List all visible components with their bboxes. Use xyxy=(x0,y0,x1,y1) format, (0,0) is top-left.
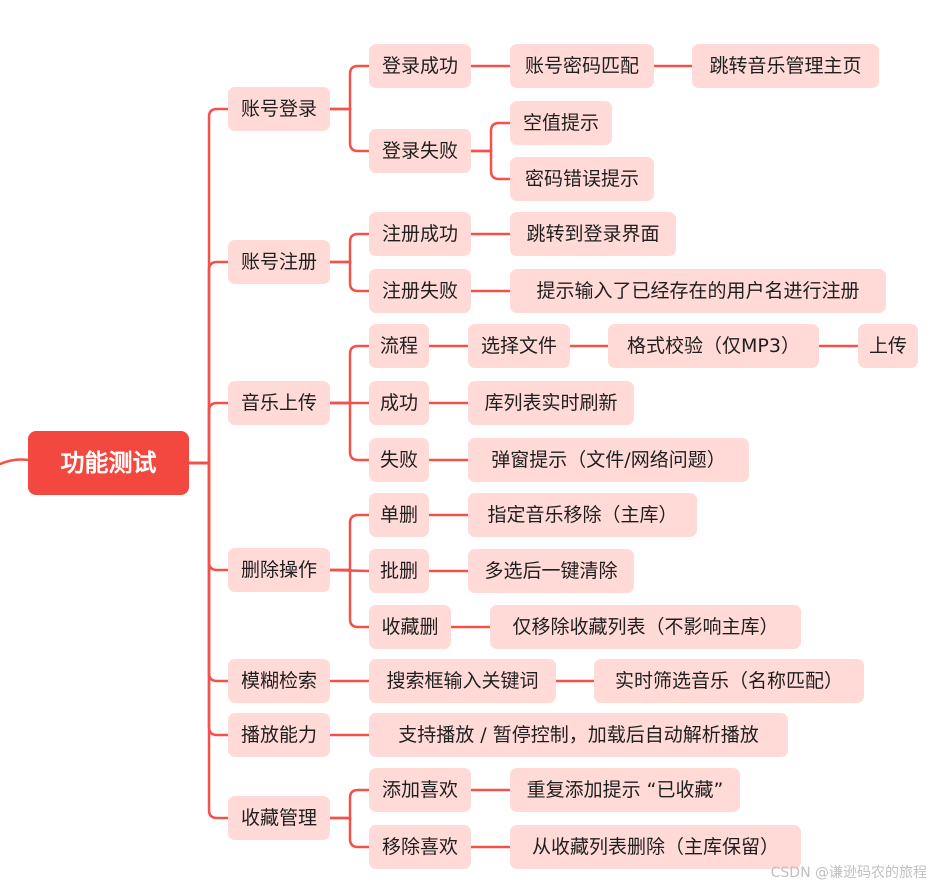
connector-branch-music-upload-to-node-upload-flow xyxy=(328,344,371,405)
node-register-fail[interactable]: 注册失败 xyxy=(369,269,471,313)
node-format-check[interactable]: 格式校验（仅MP3） xyxy=(608,324,819,368)
node-goto-music-home[interactable]: 跳转音乐管理主页 xyxy=(692,44,879,88)
connector-root-node-to-branch-account-login xyxy=(187,107,230,465)
connector-branch-account-register-to-node-register-fail xyxy=(328,260,371,293)
branch-delete[interactable]: 删除操作 xyxy=(228,548,330,592)
node-register-success[interactable]: 注册成功 xyxy=(369,212,471,256)
connector-branch-music-upload-to-node-upload-fail xyxy=(328,401,371,462)
root-inbound-connector xyxy=(0,458,30,466)
node-add-favorite[interactable]: 添加喜欢 xyxy=(369,768,471,812)
node-login-success[interactable]: 登录成功 xyxy=(369,44,471,88)
node-remove-from-library[interactable]: 指定音乐移除（主库） xyxy=(468,493,697,537)
node-realtime-filter[interactable]: 实时筛选音乐（名称匹配） xyxy=(594,659,864,703)
connector-branch-delete-to-node-favorite-delete xyxy=(328,568,371,629)
node-upload-success[interactable]: 成功 xyxy=(369,381,429,425)
node-empty-hint[interactable]: 空值提示 xyxy=(510,101,612,145)
branch-account-register[interactable]: 账号注册 xyxy=(228,240,330,284)
node-single-delete[interactable]: 单删 xyxy=(369,493,429,537)
node-upload[interactable]: 上传 xyxy=(858,324,918,368)
node-multi-select-clear[interactable]: 多选后一键清除 xyxy=(468,549,634,593)
connector-branch-favorites-to-node-add-favorite xyxy=(328,788,371,820)
node-remove-favorite[interactable]: 移除喜欢 xyxy=(369,825,471,869)
node-login-fail[interactable]: 登录失败 xyxy=(369,129,471,173)
node-play-pause-control[interactable]: 支持播放 / 暂停控制，加载后自动解析播放 xyxy=(369,713,788,757)
branch-music-upload[interactable]: 音乐上传 xyxy=(228,381,330,425)
node-popup-hint[interactable]: 弹窗提示（文件/网络问题） xyxy=(468,438,749,482)
node-list-refresh[interactable]: 库列表实时刷新 xyxy=(468,381,634,425)
node-choose-file[interactable]: 选择文件 xyxy=(468,324,570,368)
branch-favorites[interactable]: 收藏管理 xyxy=(228,796,330,840)
node-credentials-match[interactable]: 账号密码匹配 xyxy=(510,44,654,88)
branch-playback[interactable]: 播放能力 xyxy=(228,713,330,757)
connector-branch-account-login-to-node-login-success xyxy=(328,64,371,111)
root-node[interactable]: 功能测试 xyxy=(28,431,189,495)
node-search-keyword[interactable]: 搜索框输入关键词 xyxy=(369,659,556,703)
node-username-exists-hint[interactable]: 提示输入了已经存在的用户名进行注册 xyxy=(510,269,886,313)
node-favorite-delete[interactable]: 收藏删 xyxy=(369,605,451,649)
node-wrong-password-hint[interactable]: 密码错误提示 xyxy=(510,157,654,201)
node-upload-flow[interactable]: 流程 xyxy=(369,324,429,368)
connector-branch-account-register-to-node-register-success xyxy=(328,232,371,264)
node-batch-delete[interactable]: 批删 xyxy=(369,549,429,593)
node-remove-from-favorites[interactable]: 仅移除收藏列表（不影响主库） xyxy=(490,605,801,649)
connector-root-node-to-branch-account-register xyxy=(187,260,230,465)
connector-branch-delete-to-node-single-delete xyxy=(328,513,371,572)
branch-fuzzy-search[interactable]: 模糊检索 xyxy=(228,659,330,703)
node-already-favorited-hint[interactable]: 重复添加提示 “已收藏” xyxy=(510,768,740,812)
node-delete-from-favorites[interactable]: 从收藏列表删除（主库保留） xyxy=(510,825,801,869)
connector-node-login-fail-to-node-wrong-password-hint xyxy=(469,149,512,181)
connector-branch-favorites-to-node-remove-favorite xyxy=(328,816,371,849)
connector-branch-account-login-to-node-login-fail xyxy=(328,107,371,153)
branch-account-login[interactable]: 账号登录 xyxy=(228,87,330,131)
connector-node-login-fail-to-node-empty-hint xyxy=(469,121,512,153)
node-goto-login[interactable]: 跳转到登录界面 xyxy=(510,212,676,256)
watermark: CSDN @谦逊码农的旅程 xyxy=(770,865,927,881)
connector-root-node-to-branch-favorites xyxy=(187,461,230,820)
connector-root-node-to-branch-music-upload xyxy=(187,401,230,465)
node-upload-fail[interactable]: 失败 xyxy=(369,438,429,482)
